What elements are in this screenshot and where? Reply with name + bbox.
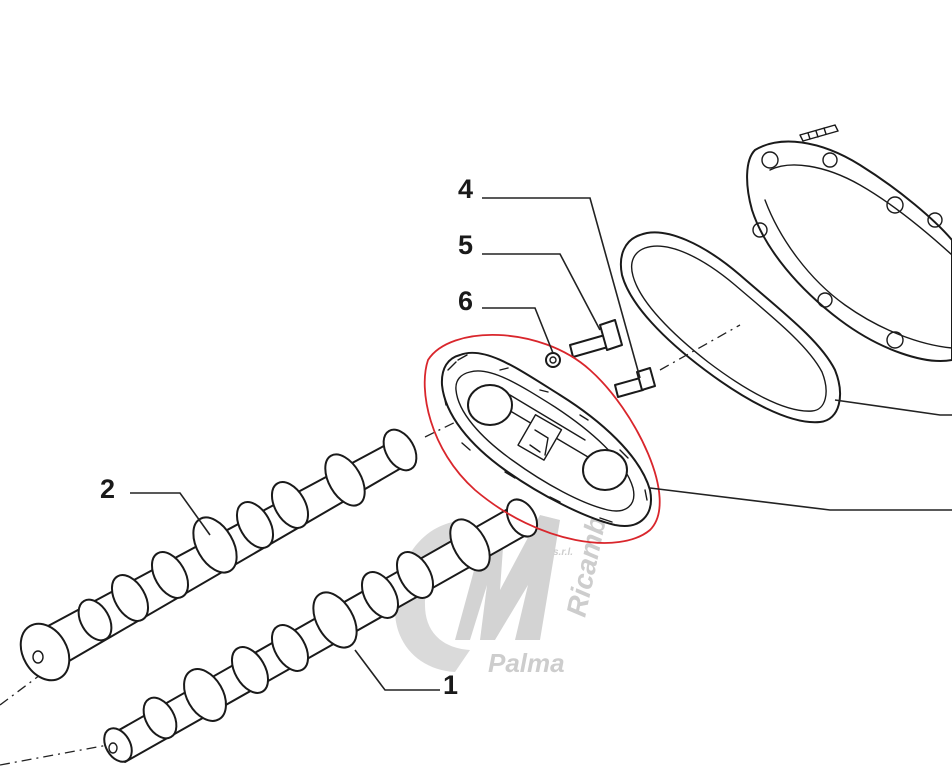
- sprocket-right: [582, 449, 628, 491]
- cover-gasket: [620, 231, 841, 424]
- callout-5: 5: [458, 230, 473, 260]
- camshaft-upper: [19, 428, 418, 682]
- watermark-name-text: Palma: [488, 648, 565, 678]
- leader-line-gasket: [834, 399, 952, 416]
- leader-line-chain: [649, 487, 952, 511]
- sprocket-left: [467, 384, 513, 426]
- axis-line-cover: [659, 324, 741, 371]
- leader-line-4: [482, 197, 641, 379]
- callout-1: 1: [443, 670, 458, 700]
- timing-chain-assembly: [440, 351, 652, 527]
- bolt-short: [614, 367, 656, 398]
- washer: [545, 352, 561, 368]
- callout-4: 4: [458, 174, 473, 204]
- axis-line-camshaft-2: [0, 659, 61, 706]
- leader-line-6: [482, 307, 554, 354]
- highlight-ellipse: [423, 333, 661, 544]
- valve-cover: [746, 124, 952, 362]
- camshaft-lower: [103, 498, 539, 763]
- callout-6: 6: [458, 286, 473, 316]
- leader-line-2: [130, 492, 211, 536]
- leader-line-1: [354, 649, 440, 691]
- callout-2: 2: [100, 474, 115, 504]
- axis-line-camshaft-1: [0, 744, 109, 766]
- bolt-long: [569, 319, 623, 358]
- watermark-suffix-text: s.r.l.: [553, 547, 573, 558]
- leader-line-5: [482, 253, 601, 331]
